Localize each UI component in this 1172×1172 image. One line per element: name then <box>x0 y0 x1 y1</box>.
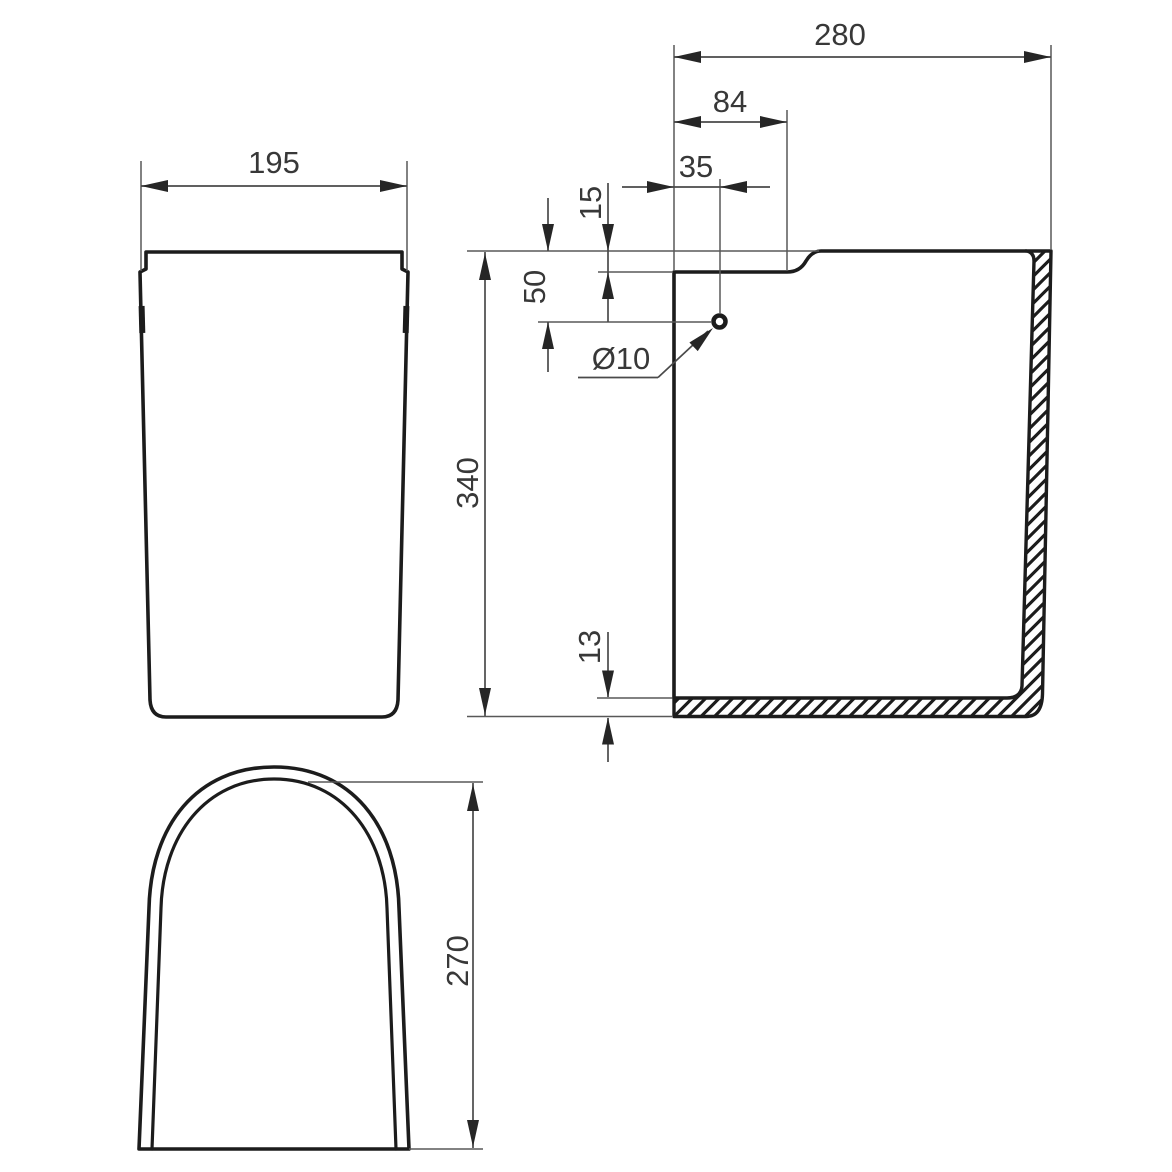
front-width-label: 195 <box>248 145 300 180</box>
arrowhead-up <box>467 784 479 811</box>
arrowhead-right <box>1024 51 1051 63</box>
top-depth-label: 270 <box>440 935 475 987</box>
depth-label: 280 <box>814 17 866 52</box>
dim-depth: 280 <box>674 17 1051 63</box>
arrowhead-up <box>602 272 614 299</box>
front-right-fixing-mark <box>402 305 410 334</box>
arrowhead-left <box>141 180 168 192</box>
fixing-hole <box>711 313 728 330</box>
hole-offset-label: 50 <box>517 270 552 304</box>
leader-arrowhead <box>689 328 713 352</box>
dim-hole-setback: 35 <box>622 149 770 193</box>
arrowhead-down <box>479 688 491 715</box>
hole-setback-label: 35 <box>679 149 713 184</box>
arrowhead-down <box>602 224 614 251</box>
arrowhead-right <box>380 180 407 192</box>
front-view-outline <box>138 250 410 719</box>
rim-step-label: 15 <box>573 186 608 220</box>
dim-height: 340 <box>450 252 491 716</box>
top-view: 270 <box>137 765 483 1151</box>
side-view-section-wall <box>672 249 1053 719</box>
arrowhead-left <box>674 51 701 63</box>
base-thickness-label: 13 <box>572 630 607 664</box>
front-view: 195 <box>138 145 410 719</box>
arrowhead-right <box>647 181 674 193</box>
arrowhead-down <box>467 1120 479 1147</box>
arrowhead-down <box>602 670 614 698</box>
arrowhead-left <box>720 181 747 193</box>
dim-top-depth: 270 <box>308 781 483 1150</box>
arrowhead-up <box>602 717 614 745</box>
top-view-outer-contour <box>137 765 411 1151</box>
dim-base-thickness: 13 <box>572 630 614 762</box>
dim-rim-recess: 84 <box>674 84 787 128</box>
front-left-fixing-mark <box>138 305 146 334</box>
arrowhead-left <box>674 116 701 128</box>
dim-hole-offset: 50 <box>517 198 554 372</box>
arrowhead-up <box>542 322 554 349</box>
top-view-inner-contour <box>150 777 398 1151</box>
arrowhead-right <box>760 116 787 128</box>
dim-front-width: 195 <box>140 145 408 271</box>
callout-hole-diameter: Ø10 <box>578 328 713 379</box>
arrowhead-down <box>542 224 554 251</box>
dim-rim-step: 15 <box>573 183 614 322</box>
rim-recess-label: 84 <box>713 84 747 119</box>
arrowhead-up <box>479 253 491 280</box>
hole-diameter-label: Ø10 <box>592 341 651 376</box>
height-label: 340 <box>450 457 485 509</box>
side-section-view: 280 84 35 15 50 <box>450 17 1053 762</box>
